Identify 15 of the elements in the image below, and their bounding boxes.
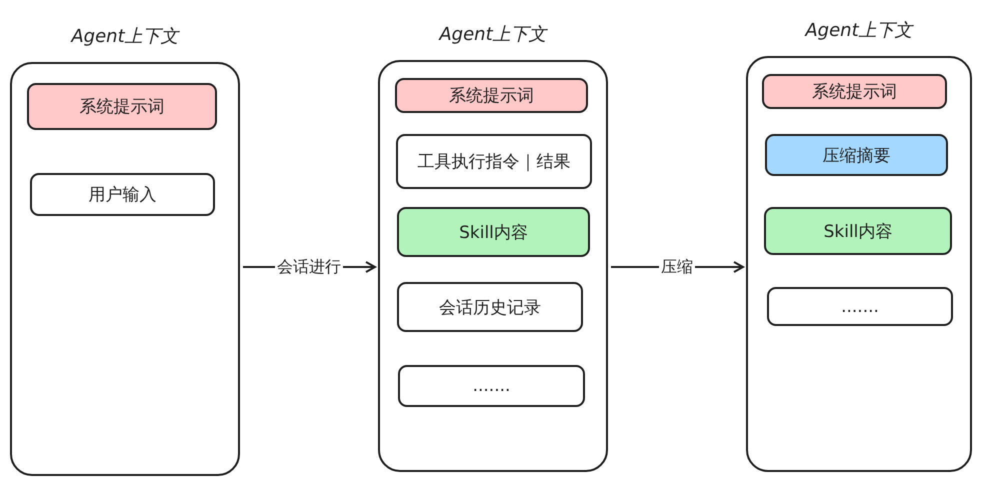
context-block: 系统提示词 [762,74,947,109]
panel-heading: Agent上下文 [804,19,915,42]
context-block: 用户输入 [30,173,215,216]
panel-heading: Agent上下文 [438,23,549,46]
edge-label: 会话进行 [275,256,343,278]
context-block: 系统提示词 [27,83,217,130]
context-block: 压缩摘要 [765,134,948,176]
context-block: Skill内容 [397,207,590,257]
context-block: ....... [767,287,953,326]
context-block: 系统提示词 [395,78,588,113]
context-block: 工具执行指令｜结果 [396,134,592,189]
panel-heading: Agent上下文 [70,25,181,48]
context-block: ....... [398,365,585,407]
context-block: Skill内容 [764,207,952,255]
context-block: 会话历史记录 [397,282,583,332]
